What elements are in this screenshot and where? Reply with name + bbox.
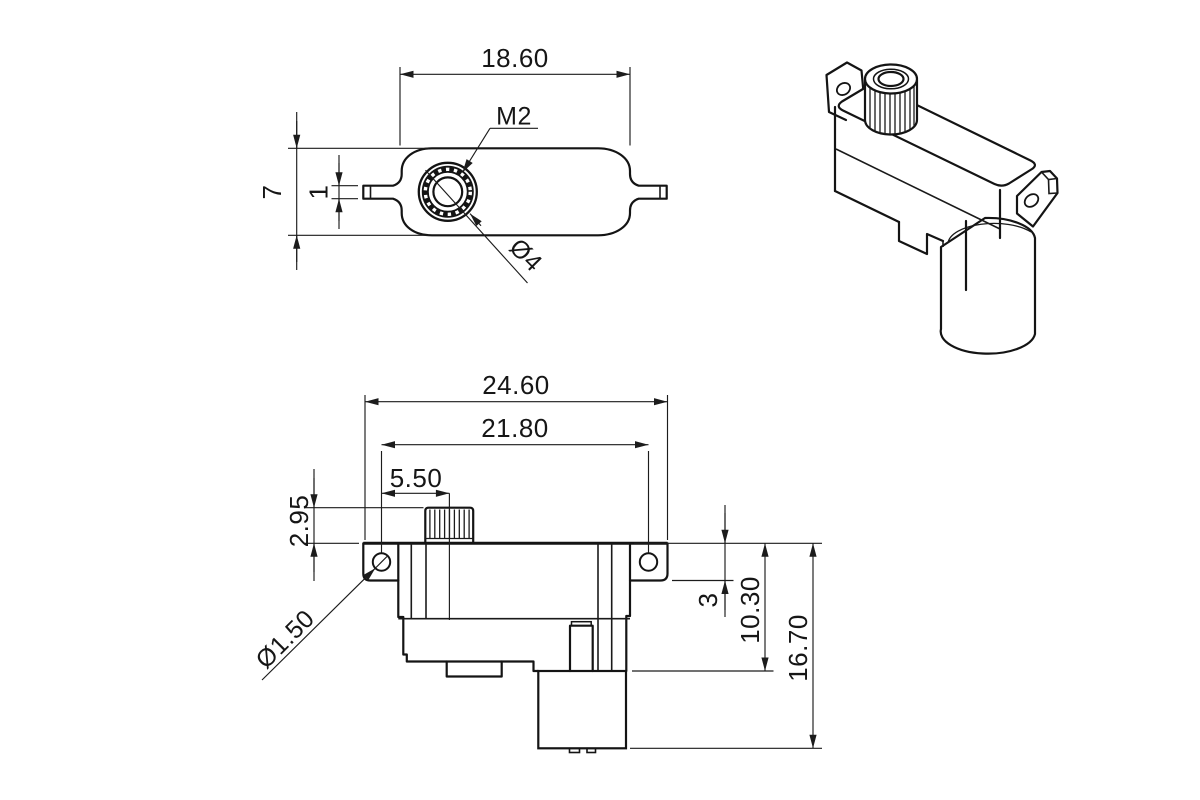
thread-hole [432,176,464,208]
motor-terminal [568,747,581,754]
dim-spline-height-label: 2.95 [284,495,314,548]
front-capacitor-lip [570,620,592,627]
iso-motor-can [939,216,1037,355]
iso-spline-gear [863,63,919,136]
front-left-hole-slash [374,555,389,569]
iso-gear-bore [877,70,905,88]
motor-terminal [586,747,597,754]
front-case [397,542,632,678]
dim-spline-offset-label: 5.50 [390,463,443,493]
dim-case-depth-label: 10.30 [735,576,765,644]
front-motor-can [537,620,628,754]
iso-rear-tab-hole [835,82,852,96]
front-connector-bump [445,660,503,678]
dim-tab-drop-label: 3 [693,593,723,608]
bearing-dia-label: Ø4 [504,233,548,277]
dim-overall-width: 24.60 [364,370,669,540]
bearing-dia-callout: Ø4 [425,169,548,284]
dim-top-height: 7 [257,112,429,270]
iso-case-front [833,105,1002,292]
dim-spline-offset: 5.50 [381,463,450,497]
dim-top-width: 18.60 [399,43,631,146]
dim-tab-thickness-label: 1 [304,185,334,200]
iso-gear-teeth [869,85,915,135]
front-right-hole [638,552,659,572]
front-right-tab [628,542,669,582]
dim-overall-width-label: 24.60 [482,370,550,400]
thread-callout: M2 [462,103,538,173]
top-view: M2 Ø4 18.60 7 [257,43,668,284]
dim-tab-thickness: 1 [304,155,358,229]
front-capacitor [568,624,594,673]
dim-overall-depth-label: 16.70 [783,614,813,682]
dim-hole-span-label: 21.80 [481,413,549,443]
dim-spline-height: 2.95 [284,469,424,581]
front-left-hole [371,552,392,572]
thread-label: M2 [496,103,532,131]
right-extension-lines [630,542,822,749]
hole-dia-callout: Ø1.50 [250,567,376,681]
hole-dia-label: Ø1.50 [250,604,320,674]
iso-view [825,61,1059,355]
top-view-body-outline [362,147,668,237]
dim-top-height-label: 7 [257,185,287,200]
dim-tab-drop: 3 [693,505,729,617]
iso-right-tab [1015,169,1059,228]
dim-hole-span: 21.80 [380,413,650,553]
dim-case-depth: 10.30 [735,543,769,671]
dim-overall-depth: 16.70 [783,543,817,749]
top-view-bearing [417,161,478,222]
bearing-balls [423,167,472,217]
dim-top-width-label: 18.60 [481,43,549,73]
iso-right-tab-hole [1023,193,1040,208]
front-view: Ø1.50 24.60 21.80 5.50 2.95 [250,370,822,754]
